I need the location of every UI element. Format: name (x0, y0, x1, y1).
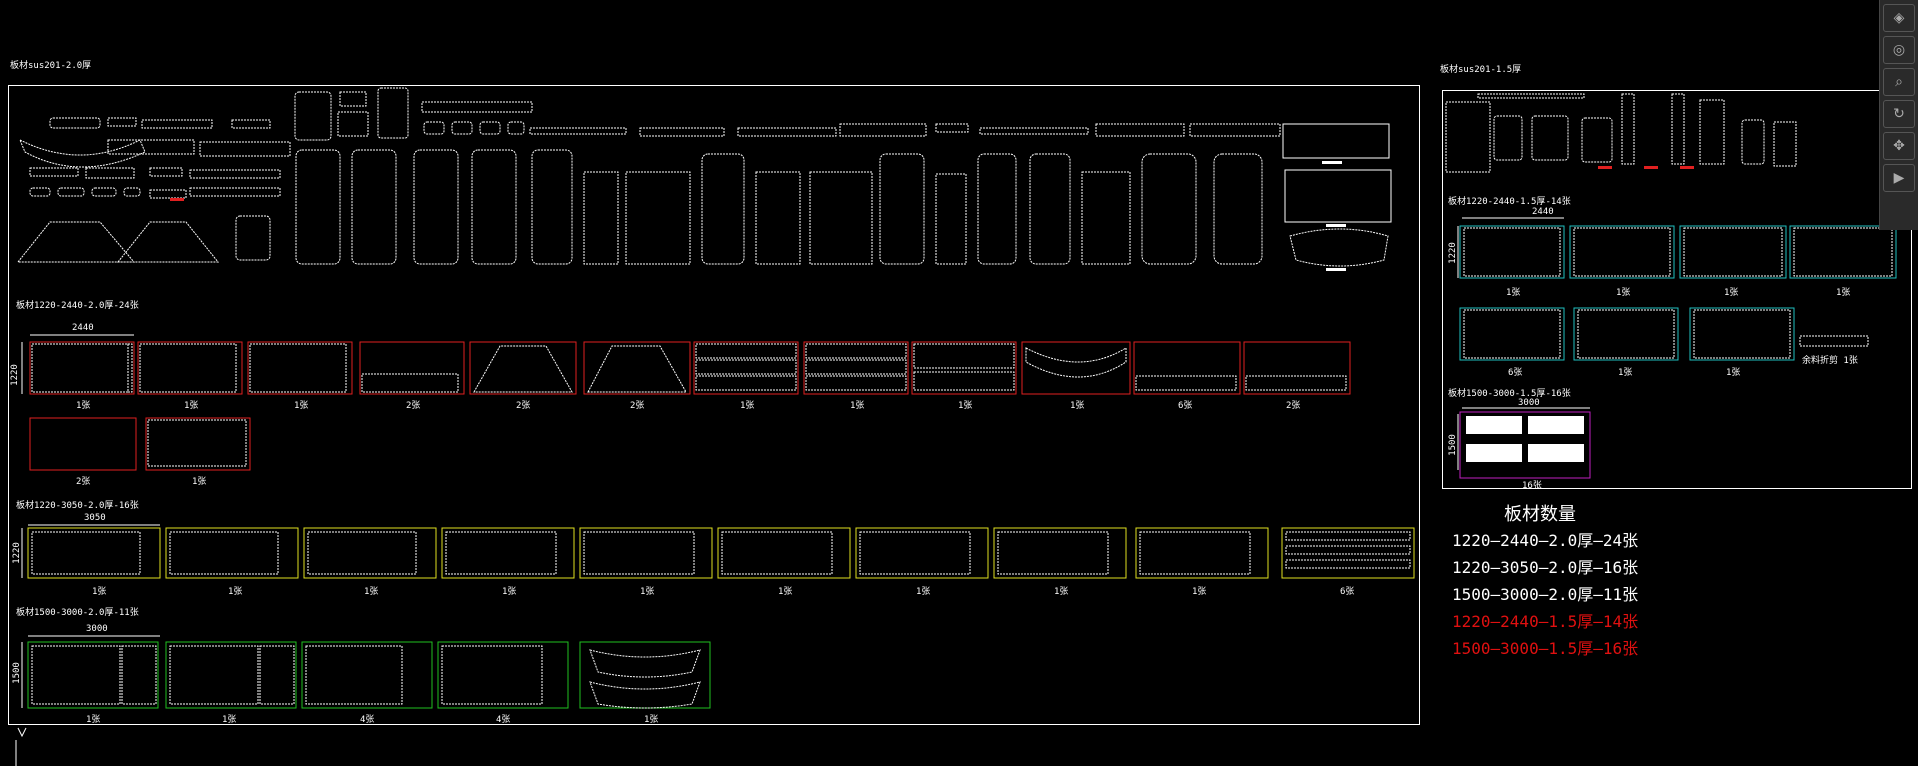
dim-width-c: 3000 (86, 624, 108, 634)
count-label: 1张 (740, 401, 755, 411)
count-label: 1张 (192, 477, 207, 487)
count-label: 1张 (76, 401, 91, 411)
count-label: 1张 (1616, 288, 1631, 298)
count-label: 2张 (516, 401, 531, 411)
count-label: 1张 (1836, 288, 1851, 298)
count-label: 2张 (630, 401, 645, 411)
count-label: 2张 (76, 477, 91, 487)
view-cube-icon[interactable]: ◈ (1883, 4, 1915, 32)
summary-line-2: 1220—3050—2.0厚—16张 (1452, 558, 1639, 577)
count-label: 1张 (958, 401, 973, 411)
section-left-title: 板材sus201-2.0厚 (10, 61, 92, 71)
summary-line-5: 1500—3000—1.5厚—16张 (1452, 639, 1639, 658)
dim-width-e: 3000 (1518, 398, 1540, 408)
count-label: 1张 (1726, 368, 1741, 378)
summary-line-3: 1500—3000—2.0厚—11张 (1452, 585, 1639, 604)
count-label: 1张 (778, 587, 793, 597)
showmotion-icon[interactable]: ▶ (1883, 164, 1915, 192)
count-label: 6张 (1508, 368, 1523, 378)
count-label: 2张 (406, 401, 421, 411)
count-label: 1张 (184, 401, 199, 411)
count-label: 4张 (496, 715, 511, 725)
count-label: 1张 (228, 587, 243, 597)
count-label: 1张 (1618, 368, 1633, 378)
summary-title: 板材数量 (1504, 504, 1576, 525)
count-label: 1张 (1192, 587, 1207, 597)
orbit-icon[interactable]: ↻ (1883, 100, 1915, 128)
count-label: 1张 (294, 401, 309, 411)
count-label: 2张 (1286, 401, 1301, 411)
group-title-1500-3000-1.5: 板材1500-3000-1.5厚-16张 (1448, 389, 1571, 399)
count-label: 16张 (1522, 481, 1542, 491)
summary-line-4: 1220—2440—1.5厚—14张 (1452, 612, 1639, 631)
count-label: 1张 (644, 715, 659, 725)
group-title-1220-2440-2.0: 板材1220-2440-2.0厚-24张 (16, 301, 139, 311)
group-title-1220-3050-2.0: 板材1220-3050-2.0厚-16张 (16, 501, 139, 511)
count-label: 1张 (222, 715, 237, 725)
count-label: 6张 (1178, 401, 1193, 411)
count-label: 1张 (1054, 587, 1069, 597)
count-label: 1张 (916, 587, 931, 597)
count-label: 6张 (1340, 587, 1355, 597)
navigation-bar[interactable]: ◈ ◎ ⌕ ↻ ✥ ▶ (1879, 0, 1918, 230)
group-title-1220-2440-1.5: 板材1220-2440-1.5厚-14张 (1448, 197, 1571, 207)
pan-icon[interactable]: ✥ (1883, 132, 1915, 160)
dim-width-a: 2440 (72, 323, 94, 333)
count-label: 1张 (1506, 288, 1521, 298)
count-label: 1张 (502, 587, 517, 597)
summary-line-1: 1220—2440—2.0厚—24张 (1452, 531, 1639, 550)
count-label: 1张 (1724, 288, 1739, 298)
scrap-label: 余料折剪 1张 (1802, 356, 1858, 366)
dim-width-d: 2440 (1532, 207, 1554, 217)
steering-wheel-icon[interactable]: ◎ (1883, 36, 1915, 64)
count-label: 1张 (640, 587, 655, 597)
count-label: 1张 (1070, 401, 1085, 411)
count-label: 1张 (86, 715, 101, 725)
zoom-icon[interactable]: ⌕ (1883, 68, 1915, 96)
right-drawing-frame (1442, 90, 1912, 489)
count-label: 1张 (850, 401, 865, 411)
dim-width-b: 3050 (84, 513, 106, 523)
count-label: 4张 (360, 715, 375, 725)
count-label: 1张 (92, 587, 107, 597)
count-label: 1张 (364, 587, 379, 597)
left-drawing-frame (8, 85, 1420, 725)
group-title-1500-3000-2.0: 板材1500-3000-2.0厚-11张 (16, 608, 139, 618)
section-right-title: 板材sus201-1.5厚 (1440, 65, 1522, 75)
